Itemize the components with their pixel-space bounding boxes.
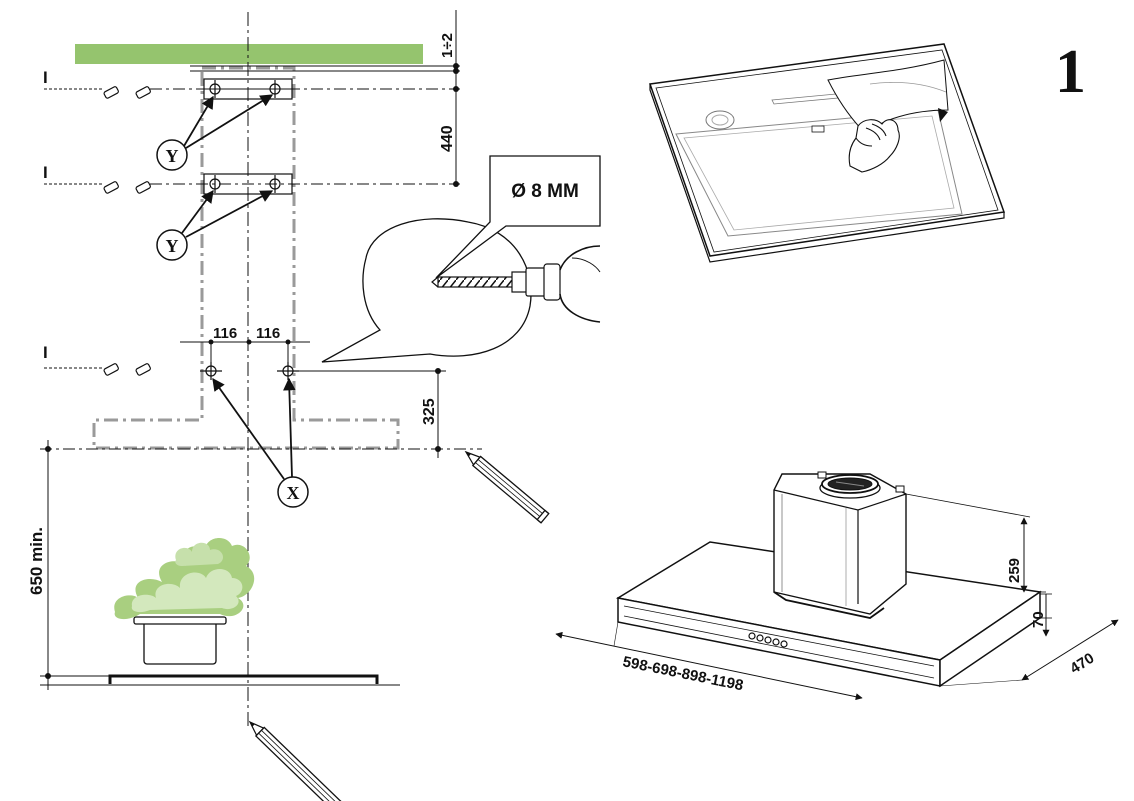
level-mark-2: I [43,163,104,185]
middle-bracket [203,173,293,195]
steam-icon [114,538,255,620]
hood-dimensions-illustration: 259 70 470 598-698-898-1198 [555,471,1119,701]
pencil-icon [464,450,550,524]
lower-offset-label: 325 [421,398,438,425]
hole-spacing-right-label: 116 [256,325,280,342]
level-mark-3: I [43,343,104,369]
gap-label: 1÷2 [439,33,456,58]
hole-marker-icon [209,80,281,98]
front-height-label: 70 [1030,611,1047,628]
width-label: 598-698-898-1198 [621,653,745,694]
depth-label: 470 [1067,650,1097,678]
drill-size-label-box: Ø 8 MM [435,155,601,279]
countertop [75,44,423,64]
bracket-spacing-label: 440 [439,125,456,152]
chimney-height-dimension: 259 [905,493,1046,593]
hob [108,674,379,684]
callout-x: X [212,377,309,508]
drill-detail-bubble [321,218,601,363]
level-mark-1: I [43,68,104,90]
hood-underside-illustration: 1 [648,38,1086,263]
hood-outline-guide [92,66,400,450]
callout-y-upper: Y [156,94,274,171]
figure-number: 1 [1055,38,1086,106]
vertical-dimension-right: 1÷2 440 325 [421,10,459,458]
svg-text:I: I [43,163,48,182]
hole-spacing-left-label: 116 [213,325,237,342]
hand-icon [848,119,900,173]
callout-y-middle: Y [156,189,274,261]
svg-text:I: I [43,68,48,87]
svg-text:I: I [43,343,48,362]
hole-marker-icon [200,362,299,380]
wall-plug-icon [103,86,151,376]
hole-spacing-dimension: 116 116 [180,325,310,364]
svg-text:Y: Y [166,236,179,256]
hole-marker-icon [209,175,281,193]
pencil-icon [248,720,346,801]
chimney-height-label: 259 [1006,558,1023,583]
min-height-label: 650 min. [27,527,46,595]
svg-text:Y: Y [166,146,179,166]
pot-icon [133,616,227,665]
wall-mounting-drawing: I I I [27,10,601,801]
drill-size-label: Ø 8 MM [511,181,579,202]
min-height-dimension: 650 min. [27,440,51,690]
svg-text:X: X [287,483,300,503]
